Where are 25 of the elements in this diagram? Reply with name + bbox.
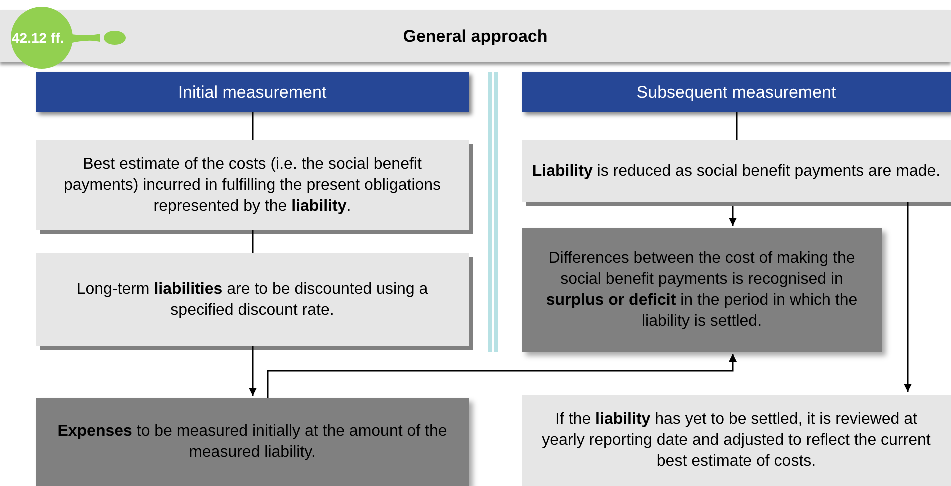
arrow bbox=[267, 354, 737, 398]
connector-line bbox=[252, 112, 254, 140]
arrow bbox=[249, 346, 257, 396]
box-text: Differences between the cost of making the social benefit payments is recognised in surplus or deficit in the period in which the liability is settled. bbox=[545, 249, 859, 332]
box-text: Initial measurement bbox=[177, 82, 328, 102]
highlight-box bbox=[36, 398, 469, 486]
section-header bbox=[522, 72, 951, 112]
header-banner bbox=[0, 10, 951, 62]
text-box bbox=[522, 395, 951, 486]
box-text: If the liability has yet to be settled, it is reviewed at yearly reporting date and adjusted to reflect the current best estimate of costs. bbox=[541, 410, 932, 472]
connector-line bbox=[736, 112, 738, 140]
box-text: General approach bbox=[402, 26, 549, 46]
connector-line bbox=[252, 230, 254, 253]
box-text: Subsequent measurement bbox=[636, 82, 838, 102]
highlight-box bbox=[522, 228, 882, 352]
section-header bbox=[36, 72, 469, 112]
box-text: Liability is reduced as social benefit payments are made. bbox=[531, 162, 942, 182]
text-box bbox=[36, 253, 469, 346]
box-text: Long-term liabilities are to be discounted using a specified discount rate. bbox=[76, 280, 430, 320]
text-box bbox=[522, 140, 951, 202]
box-text: Best estimate of the costs (i.e. the social benefit payments) incurred in fulfilling the present obligations represented by the liability. bbox=[62, 154, 442, 216]
box-text: Expenses to be measured initially at the amount of the measured liability. bbox=[56, 422, 448, 463]
arrow bbox=[904, 202, 912, 392]
arrow bbox=[729, 206, 737, 226]
text-box bbox=[36, 140, 469, 230]
